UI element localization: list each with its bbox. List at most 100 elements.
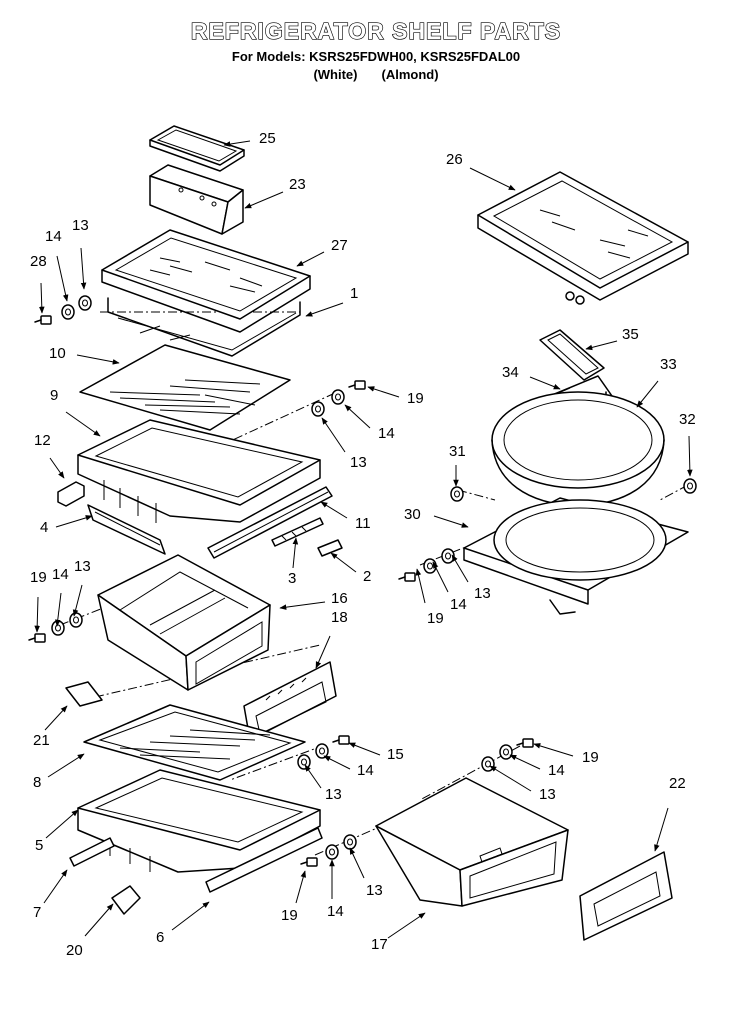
leader-line (49, 457, 65, 479)
leader-line (296, 251, 325, 267)
part-22-bin-front (579, 851, 673, 941)
part-26-glass-shelf (477, 171, 689, 305)
part-number-label: 14 (450, 596, 467, 613)
part-12-clip (57, 481, 85, 507)
leader-line (72, 584, 83, 617)
leader-line (533, 743, 574, 757)
leader-line (451, 554, 469, 583)
callout-4: 4 (40, 515, 93, 536)
leader-line (432, 561, 449, 593)
callout-23: 23 (244, 176, 306, 209)
hardware-14-washer (325, 844, 339, 860)
part-number-label: 19 (427, 610, 444, 627)
hardware-14-washer (61, 304, 75, 320)
hardware-13-nut (69, 612, 83, 628)
part-number-label: 32 (679, 411, 696, 428)
callout-14: 14 (323, 755, 374, 779)
callout-14: 14 (52, 566, 69, 627)
part-11-front-rail (207, 486, 333, 559)
hardware-13-nut (481, 756, 495, 772)
leader-line (171, 901, 210, 931)
leader-line (321, 417, 346, 453)
callout-16: 16 (279, 590, 348, 610)
leader-line (244, 191, 284, 209)
part-number-label: 13 (539, 786, 556, 803)
callout-14: 14 (509, 754, 565, 779)
hardware-19-screw (28, 633, 46, 643)
callout-28: 28 (30, 253, 47, 314)
leader-line (80, 247, 87, 290)
callout-20: 20 (66, 903, 114, 959)
part-number-label: 14 (378, 425, 395, 442)
hardware-13-nut (78, 295, 92, 311)
part-number-label: 13 (350, 454, 367, 471)
leader-line (223, 140, 251, 147)
callout-19: 19 (281, 870, 306, 924)
part-5-lower-frame (77, 769, 321, 873)
part-16-crisper-drawer (97, 554, 271, 691)
leader-line (344, 404, 371, 429)
callout-7: 7 (33, 869, 68, 921)
leader-line (529, 376, 561, 390)
part-9-crisper-cover-frame (77, 419, 321, 523)
hardware-13-nut (297, 754, 311, 770)
hardware-14-washer (499, 744, 513, 760)
callout-6: 6 (156, 901, 210, 946)
part-number-label: 31 (449, 443, 466, 460)
callout-26: 26 (446, 151, 516, 191)
callout-25: 25 (223, 130, 276, 147)
callout-31: 31 (449, 443, 466, 487)
leader-line (585, 340, 618, 351)
hardware-13-nut (311, 401, 325, 417)
part-number-label: 19 (407, 390, 424, 407)
leader-line (44, 705, 68, 731)
callout-17: 17 (371, 912, 426, 953)
hardware-14-washer (331, 389, 345, 405)
hardware-19-screw (398, 572, 416, 582)
part-number-label: 22 (669, 775, 686, 792)
callout-18: 18 (315, 609, 348, 669)
part-number-label: 18 (331, 609, 348, 626)
leader-line (304, 764, 322, 789)
part-number-label: 13 (72, 217, 89, 234)
callout-9: 9 (50, 387, 101, 437)
part-3-slide (271, 517, 324, 547)
leader-line (55, 515, 93, 528)
models-line: For Models: KSRS25FDWH00, KSRS25FDAL00 (231, 49, 521, 64)
leader-line (76, 354, 120, 365)
part-number-label: 28 (30, 253, 47, 270)
part-number-label: 15 (387, 746, 404, 763)
leader-line (54, 592, 62, 627)
callout-13: 13 (451, 554, 491, 602)
part-number-label: 19 (281, 907, 298, 924)
leader-line (415, 568, 426, 604)
part-number-label: 13 (366, 882, 383, 899)
part-number-label: 11 (355, 515, 371, 532)
leader-line (305, 302, 344, 317)
leader-line (489, 765, 532, 792)
part-number-label: 13 (74, 558, 91, 575)
part-number-label: 16 (331, 590, 348, 607)
part-number-label: 14 (327, 903, 344, 920)
part-number-label: 1 (350, 285, 358, 302)
part-33-round-bowl (491, 391, 665, 507)
callout-32: 32 (679, 411, 696, 477)
callout-13: 13 (489, 765, 556, 803)
variant-almond: (Almond) (381, 67, 439, 82)
part-number-label: 9 (50, 387, 58, 404)
leader-line (320, 501, 348, 519)
part-number-label: 5 (35, 837, 43, 854)
part-number-label: 17 (371, 936, 388, 953)
callout-2: 2 (330, 552, 371, 585)
leader-line (34, 596, 40, 633)
leader-line (349, 847, 365, 879)
hardware-19-screw (300, 857, 318, 867)
callout-33: 33 (636, 356, 677, 408)
part-number-label: 27 (331, 237, 348, 254)
leader-line (636, 380, 659, 408)
callout-13: 13 (304, 764, 342, 803)
leader-line (84, 903, 114, 937)
hardware-15-screw (332, 735, 350, 745)
